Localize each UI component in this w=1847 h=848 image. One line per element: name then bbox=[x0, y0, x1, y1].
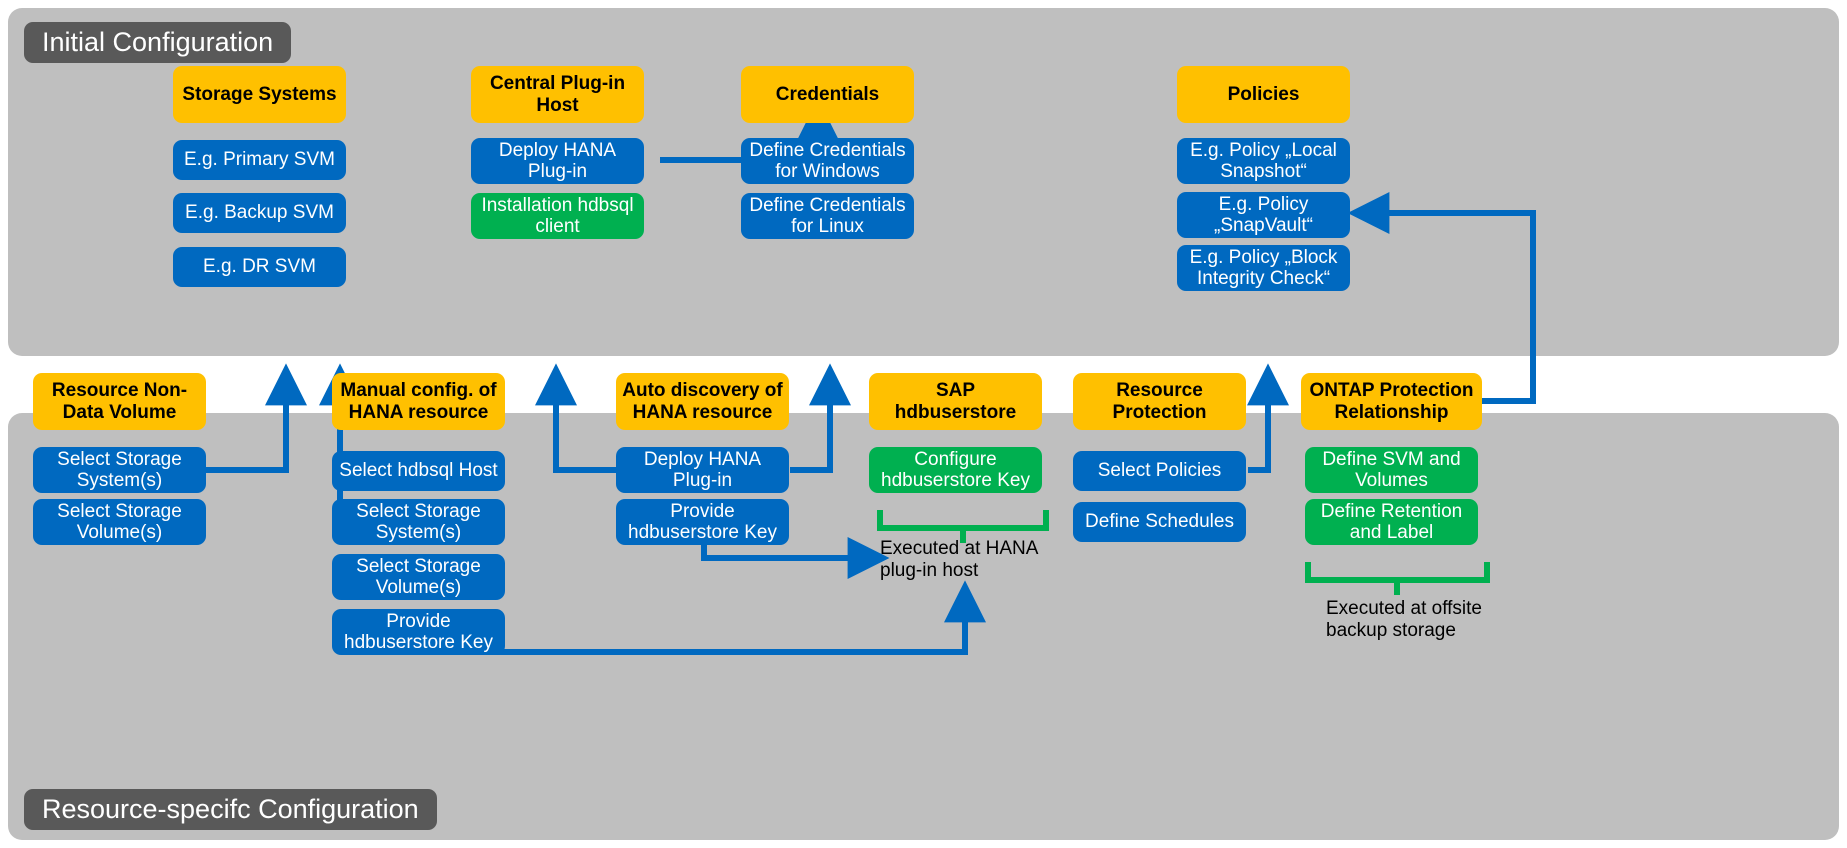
node-step-primary-svm[interactable]: E.g. Primary SVM bbox=[173, 140, 346, 180]
node-step-policy-local-snapshot[interactable]: E.g. Policy „Local Snapshot“ bbox=[1177, 138, 1350, 184]
node-step-define-credentials-linux[interactable]: Define Credentials for Linux bbox=[741, 193, 914, 239]
node-header-resource-protection[interactable]: Resource Protection bbox=[1073, 373, 1246, 430]
panel-title-resource-specific-configuration: Resource-specifc Configuration bbox=[24, 789, 437, 830]
note-executed-at-offsite-backup-storage: Executed at offsite backup storage bbox=[1326, 598, 1482, 642]
node-step-dr-svm[interactable]: E.g. DR SVM bbox=[173, 247, 346, 287]
node-header-ontap-protection-relationship[interactable]: ONTAP Protection Relationship bbox=[1301, 373, 1482, 430]
node-header-central-plugin-host[interactable]: Central Plug-in Host bbox=[471, 66, 644, 123]
node-step-installation-hdbsql-client[interactable]: Installation hdbsql client bbox=[471, 193, 644, 239]
node-step-manual-select-storage-system[interactable]: Select Storage System(s) bbox=[332, 499, 505, 545]
node-step-define-credentials-windows[interactable]: Define Credentials for Windows bbox=[741, 138, 914, 184]
panel-title-initial-configuration: Initial Configuration bbox=[24, 22, 292, 63]
node-step-define-schedules[interactable]: Define Schedules bbox=[1073, 502, 1246, 542]
node-header-credentials[interactable]: Credentials bbox=[741, 66, 914, 123]
node-header-sap-hdbuserstore[interactable]: SAP hdbuserstore bbox=[869, 373, 1042, 430]
node-step-policy-block-integrity-check[interactable]: E.g. Policy „Block Integrity Check“ bbox=[1177, 245, 1350, 291]
node-header-manual-config-hana-resource[interactable]: Manual config. of HANA resource bbox=[332, 373, 505, 430]
node-step-nondata-select-storage-system[interactable]: Select Storage System(s) bbox=[33, 447, 206, 493]
node-step-policy-snapvault[interactable]: E.g. Policy „SnapVault“ bbox=[1177, 192, 1350, 238]
node-header-storage-systems[interactable]: Storage Systems bbox=[173, 66, 346, 123]
node-step-backup-svm[interactable]: E.g. Backup SVM bbox=[173, 193, 346, 233]
node-header-resource-non-data-volume[interactable]: Resource Non-Data Volume bbox=[33, 373, 206, 430]
node-step-deploy-hana-plugin[interactable]: Deploy HANA Plug-in bbox=[471, 138, 644, 184]
node-step-auto-provide-hdbuserstore-key[interactable]: Provide hdbuserstore Key bbox=[616, 499, 789, 545]
note-executed-at-hana-plugin-host: Executed at HANA plug-in host bbox=[880, 538, 1039, 582]
node-step-configure-hdbuserstore-key[interactable]: Configure hdbuserstore Key bbox=[869, 447, 1042, 493]
node-step-define-svm-and-volumes[interactable]: Define SVM and Volumes bbox=[1305, 447, 1478, 493]
node-step-define-retention-and-label[interactable]: Define Retention and Label bbox=[1305, 499, 1478, 545]
node-step-manual-provide-hdbuserstore-key[interactable]: Provide hdbuserstore Key bbox=[332, 609, 505, 655]
node-step-select-hdbsql-host[interactable]: Select hdbsql Host bbox=[332, 451, 505, 491]
node-step-select-policies[interactable]: Select Policies bbox=[1073, 451, 1246, 491]
node-header-policies[interactable]: Policies bbox=[1177, 66, 1350, 123]
node-header-auto-discovery-hana-resource[interactable]: Auto discovery of HANA resource bbox=[616, 373, 789, 430]
node-step-manual-select-storage-volume[interactable]: Select Storage Volume(s) bbox=[332, 554, 505, 600]
node-step-nondata-select-storage-volume[interactable]: Select Storage Volume(s) bbox=[33, 499, 206, 545]
node-step-auto-deploy-hana-plugin[interactable]: Deploy HANA Plug-in bbox=[616, 447, 789, 493]
